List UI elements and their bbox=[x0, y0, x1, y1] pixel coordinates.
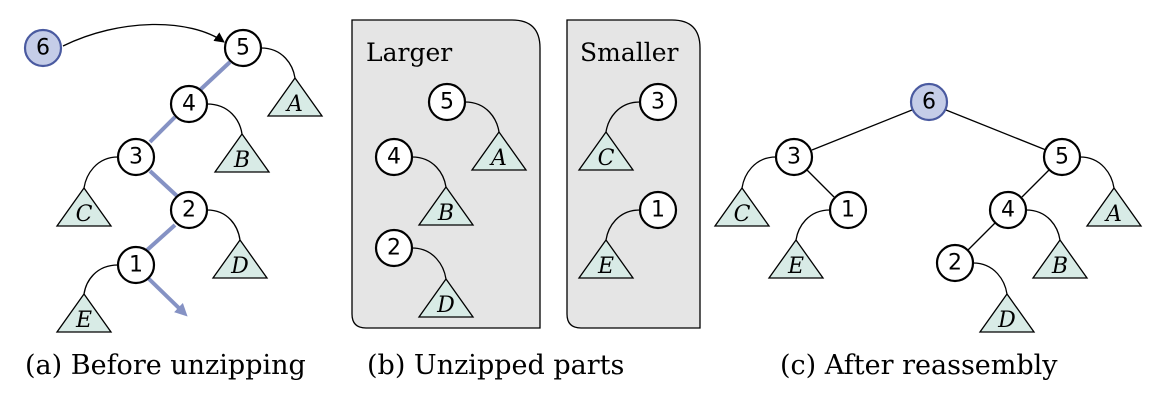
svg-text:E: E bbox=[597, 254, 614, 279]
subtree-c-B: B bbox=[1031, 238, 1089, 279]
subtree-b-D: D bbox=[417, 277, 475, 318]
svg-text:A: A bbox=[285, 92, 303, 117]
subtree-b-E: E bbox=[577, 238, 635, 279]
svg-text:D: D bbox=[997, 308, 1016, 333]
edge-c-4-B bbox=[1025, 209, 1061, 241]
subtree-b-C: C bbox=[577, 130, 635, 171]
svg-text:1: 1 bbox=[651, 198, 665, 223]
edge-4-B bbox=[206, 103, 243, 135]
svg-text:1: 1 bbox=[129, 253, 143, 278]
svg-text:E: E bbox=[75, 308, 92, 333]
caption-a: (a) Before unzipping bbox=[25, 350, 306, 381]
node-b-1: 1 bbox=[638, 190, 678, 230]
figure-b: Larger A 5 B 4 D 2 Smaller C 3 E 1 bbox=[351, 19, 701, 329]
svg-text:1: 1 bbox=[841, 198, 855, 223]
edge-c-6-3 bbox=[811, 109, 913, 151]
svg-text:2: 2 bbox=[182, 198, 196, 223]
svg-text:4: 4 bbox=[1001, 198, 1015, 223]
edge-b-2-D bbox=[411, 247, 447, 280]
subtree-c-A: A bbox=[1085, 186, 1143, 227]
svg-text:A: A bbox=[489, 146, 507, 171]
node-b-2: 2 bbox=[374, 228, 414, 268]
node-b-3: 3 bbox=[638, 82, 678, 122]
node-6-new: 6 bbox=[23, 28, 63, 68]
svg-text:D: D bbox=[436, 293, 455, 318]
subtree-C: C bbox=[55, 186, 113, 227]
subtree-c-E: E bbox=[767, 238, 825, 279]
svg-text:5: 5 bbox=[440, 90, 454, 115]
figure-a: A B C D E 6 5 4 3 2 1 bbox=[23, 23, 324, 333]
node-3: 3 bbox=[116, 137, 156, 177]
edge-b-4-B bbox=[411, 156, 447, 188]
node-c-5: 5 bbox=[1042, 137, 1082, 177]
svg-text:3: 3 bbox=[787, 145, 801, 170]
subtree-A: A bbox=[266, 76, 324, 117]
svg-text:2: 2 bbox=[948, 251, 962, 276]
svg-text:C: C bbox=[76, 202, 93, 227]
svg-text:6: 6 bbox=[922, 90, 936, 115]
edge-c-5-4 bbox=[1021, 169, 1050, 198]
svg-text:A: A bbox=[1104, 202, 1122, 227]
edge-b-1-E bbox=[605, 209, 641, 241]
edge-c-3-C bbox=[741, 156, 777, 189]
node-c-3: 3 bbox=[774, 137, 814, 177]
edge-5-A bbox=[260, 47, 296, 79]
svg-text:C: C bbox=[734, 202, 751, 227]
edge-c-2-D bbox=[972, 262, 1008, 295]
node-c-2: 2 bbox=[935, 243, 975, 283]
svg-text:3: 3 bbox=[651, 90, 665, 115]
node-b-5: 5 bbox=[427, 82, 467, 122]
subtree-B: B bbox=[213, 132, 271, 173]
caption-c: (c) After reassembly bbox=[780, 350, 1058, 381]
node-2: 2 bbox=[169, 190, 209, 230]
svg-text:2: 2 bbox=[387, 236, 401, 261]
subtree-b-A: A bbox=[470, 130, 528, 171]
edge-c-3-1 bbox=[806, 169, 835, 198]
svg-text:4: 4 bbox=[182, 92, 196, 117]
svg-text:6: 6 bbox=[36, 36, 50, 61]
svg-text:D: D bbox=[230, 254, 249, 279]
node-c-1: 1 bbox=[828, 190, 868, 230]
edge-b-5-A bbox=[464, 101, 500, 133]
svg-text:B: B bbox=[1051, 254, 1068, 279]
node-4: 4 bbox=[169, 84, 209, 124]
svg-text:B: B bbox=[437, 201, 454, 226]
node-5: 5 bbox=[223, 28, 263, 68]
caption-b: (b) Unzipped parts bbox=[367, 350, 624, 381]
node-1: 1 bbox=[116, 245, 156, 285]
subtree-E: E bbox=[55, 292, 113, 333]
node-c-4: 4 bbox=[988, 190, 1028, 230]
subtree-c-D: D bbox=[978, 292, 1036, 333]
svg-text:E: E bbox=[787, 254, 804, 279]
svg-text:B: B bbox=[233, 148, 250, 173]
smaller-label: Smaller bbox=[580, 38, 679, 67]
subtree-b-B: B bbox=[417, 185, 475, 226]
svg-text:C: C bbox=[598, 146, 615, 171]
subtree-c-C: C bbox=[713, 186, 771, 227]
edge-c-6-5 bbox=[945, 109, 1047, 151]
larger-label: Larger bbox=[366, 38, 452, 67]
edge-c-4-2 bbox=[967, 222, 996, 251]
svg-text:3: 3 bbox=[129, 145, 143, 170]
edge-b-3-C bbox=[605, 101, 641, 133]
node-c-6: 6 bbox=[909, 82, 949, 122]
edge-1-E bbox=[83, 264, 119, 295]
svg-text:5: 5 bbox=[236, 36, 250, 61]
insert-arrow bbox=[62, 23, 225, 47]
search-path bbox=[144, 60, 232, 317]
svg-text:4: 4 bbox=[387, 145, 401, 170]
edge-3-C bbox=[83, 156, 119, 189]
edge-2-D bbox=[206, 209, 241, 241]
edge-c-5-A bbox=[1079, 156, 1115, 189]
edge-c-1-E bbox=[795, 209, 831, 241]
subtree-D: D bbox=[211, 238, 269, 279]
node-b-4: 4 bbox=[374, 137, 414, 177]
svg-text:5: 5 bbox=[1055, 145, 1069, 170]
figure-c: C E A B D 6 3 1 5 4 2 bbox=[713, 82, 1143, 333]
